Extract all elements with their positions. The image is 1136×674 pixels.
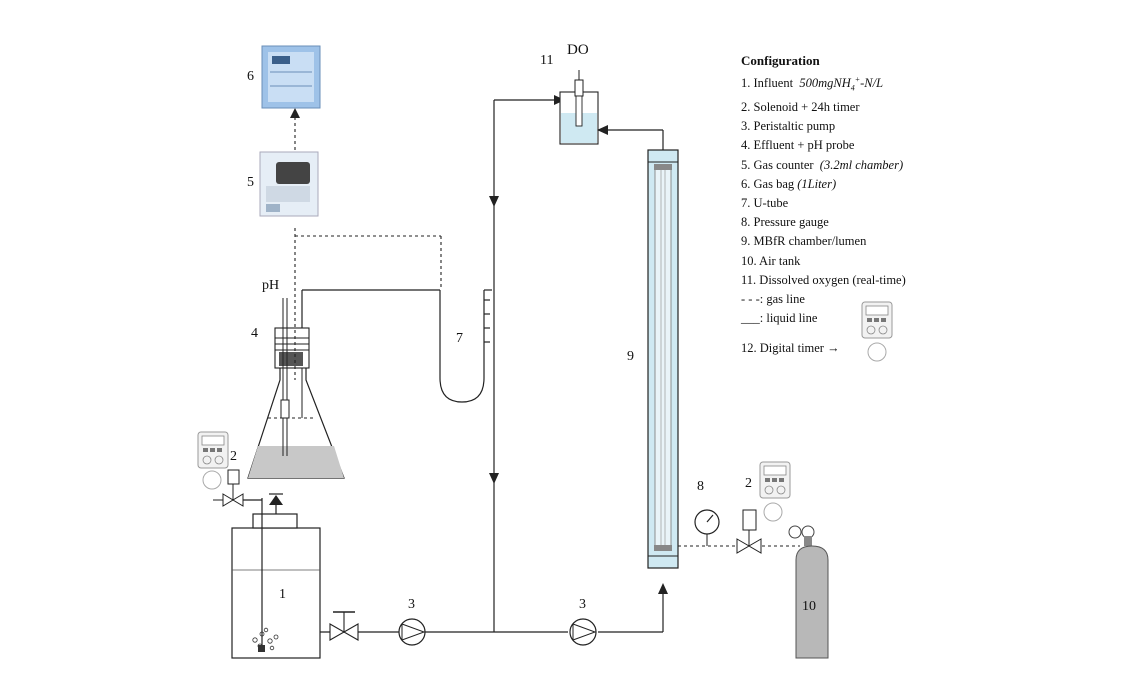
mbfr-reactor bbox=[647, 149, 679, 569]
label-solenoid-right: 2 bbox=[745, 476, 752, 491]
legend-item-1: 1. Influent 500mgNH4+-N/L bbox=[741, 75, 884, 93]
label-pump-left: 3 bbox=[408, 597, 415, 612]
flow-arrow-up-icon bbox=[290, 108, 300, 118]
legend-item-6: 6. Gas bag (1Liter) bbox=[741, 176, 837, 191]
legend-title: Configuration bbox=[741, 53, 820, 68]
timer-gauge-left bbox=[202, 470, 222, 490]
peristaltic-pump-right bbox=[569, 618, 597, 646]
gas-bag bbox=[261, 45, 321, 109]
legend-item-5: 5. Gas counter (3.2ml chamber) bbox=[741, 157, 904, 172]
configuration-legend: Configuration 1. Influent 500mgNH4+-N/L … bbox=[741, 51, 906, 358]
do-vessel bbox=[559, 70, 599, 145]
digital-timer-icon bbox=[197, 431, 229, 469]
legend-timer-gauge bbox=[867, 342, 887, 362]
flow-arrow-down-icon bbox=[489, 196, 499, 207]
solenoid-valve-right bbox=[736, 509, 762, 554]
solenoid-valve-left bbox=[213, 469, 244, 507]
liquid-line-bottom bbox=[320, 590, 664, 633]
label-u-tube: 7 bbox=[456, 331, 463, 346]
influent-line bbox=[240, 498, 263, 645]
label-gas-bag: 6 bbox=[247, 69, 254, 84]
label-pressure-gauge: 8 bbox=[697, 479, 704, 494]
flow-arrow-left-icon bbox=[597, 125, 608, 135]
legend-item-12: 12. Digital timer → bbox=[741, 340, 840, 355]
label-ph: pH bbox=[262, 278, 280, 293]
label-influent: 1 bbox=[279, 587, 286, 602]
legend-item-2: 2. Solenoid + 24h timer bbox=[741, 100, 860, 115]
digital-timer-icon bbox=[759, 461, 791, 499]
label-do-probe: DO bbox=[567, 42, 589, 58]
legend-liquid-line: ___: liquid line bbox=[741, 311, 818, 326]
flow-arrow-up-icon bbox=[658, 583, 668, 594]
reactor-outlet-line bbox=[598, 129, 664, 150]
legend-item-8: 8. Pressure gauge bbox=[741, 215, 829, 230]
legend-item-3: 3. Peristaltic pump bbox=[741, 119, 836, 134]
air-tank bbox=[788, 525, 829, 659]
recirculation-line bbox=[493, 99, 560, 632]
legend-item-11: 11. Dissolved oxygen (real-time) bbox=[741, 272, 906, 287]
air-bubbles bbox=[252, 627, 279, 651]
timer-gauge-right bbox=[763, 502, 783, 522]
legend-item-4: 4. Effluent + pH probe bbox=[741, 138, 855, 153]
flow-arrow-down-icon bbox=[489, 473, 499, 484]
gas-counter bbox=[259, 151, 319, 217]
legend-item-7: 7. U-tube bbox=[741, 196, 789, 211]
label-solenoid-left: 2 bbox=[230, 449, 237, 464]
label-mbfr: 9 bbox=[627, 349, 634, 364]
effluent-flask bbox=[247, 298, 345, 479]
label-do: 11 bbox=[540, 53, 554, 68]
gas-line-effluent bbox=[294, 110, 442, 380]
label-pump-right: 3 bbox=[579, 597, 586, 612]
pressure-gauge bbox=[694, 509, 720, 546]
legend-gas-line: - - -: gas line bbox=[741, 292, 805, 307]
manual-valve bbox=[329, 611, 359, 641]
effluent-liquid-line bbox=[301, 289, 492, 403]
label-effluent: 4 bbox=[251, 326, 258, 341]
legend-item-10: 10. Air tank bbox=[741, 253, 801, 268]
legend-item-9: 9. MBfR chamber/lumen bbox=[741, 234, 867, 249]
influent-tank bbox=[231, 513, 321, 659]
label-air-tank: 10 bbox=[802, 599, 816, 614]
label-gas-counter: 5 bbox=[247, 175, 254, 190]
peristaltic-pump-left bbox=[398, 618, 426, 646]
